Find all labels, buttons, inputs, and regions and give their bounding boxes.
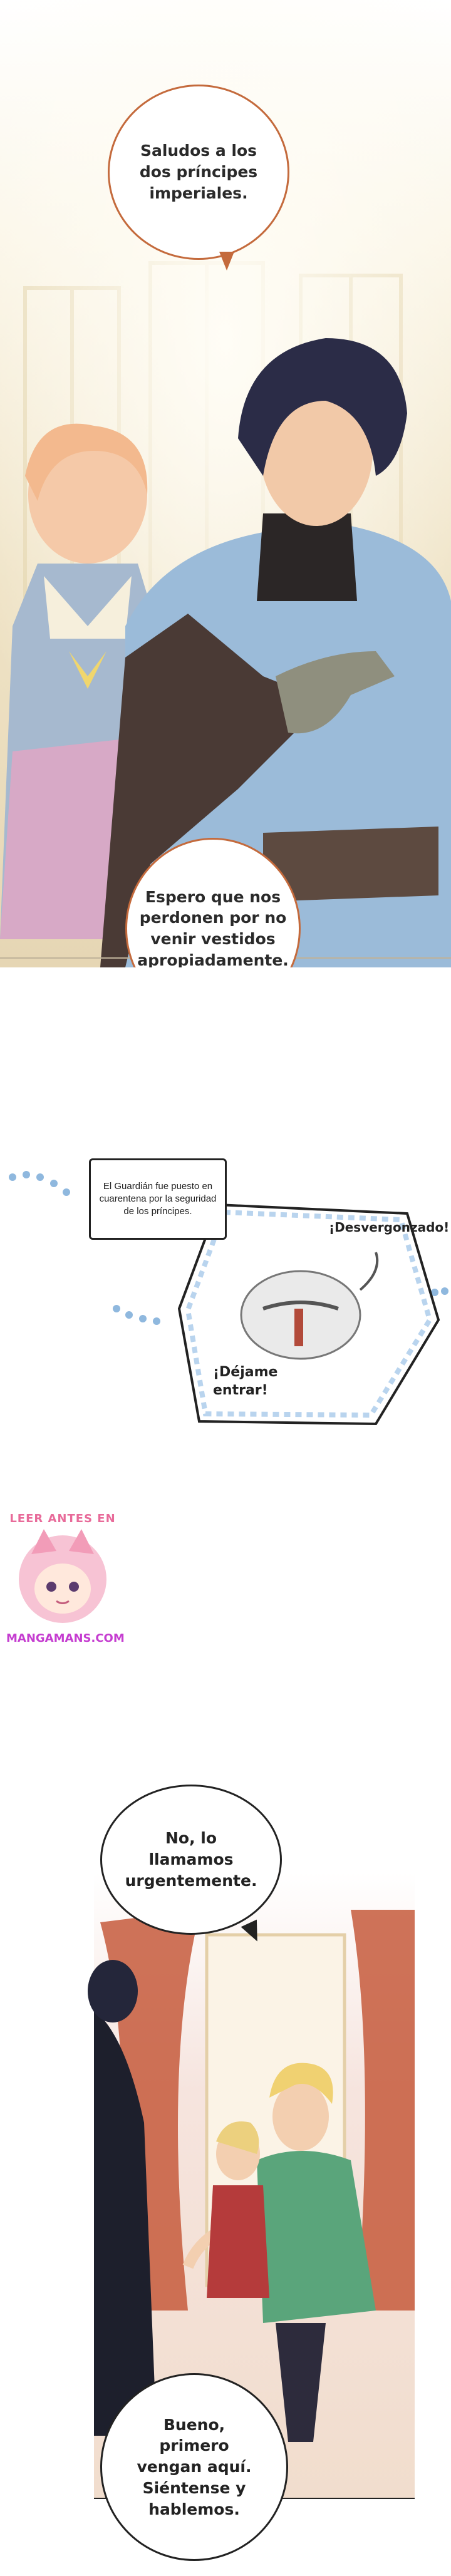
speech-tail [219, 252, 234, 270]
panel-2-art [9, 1171, 448, 1426]
man-figure [100, 338, 451, 967]
watermark-mascot-icon [19, 1529, 106, 1623]
narration-caption: El Guardián fue puesto en cuarentena por… [89, 1158, 227, 1240]
panel-1: Saludos a los dos príncipes imperiales. … [0, 0, 451, 967]
speech-bubble-greeting: Saludos a los dos príncipes imperiales. [108, 85, 289, 260]
speech-text-greeting: Saludos a los dos príncipes imperiales. [139, 142, 258, 202]
watermark-logo: LEER ANTES EN MANGAMANS.COM [6, 1512, 125, 1669]
speech-bubble-sit-down: Bueno, primero vengan aquí. Siéntense y … [100, 2373, 288, 2561]
shout-let-me-in: ¡Déjame entrar! [213, 1364, 278, 1398]
watermark-bottom-text: MANGAMANS.COM [6, 1632, 125, 1645]
speech-bubble-urgent: No, lo llamamos urgentemente. [100, 1785, 282, 1935]
speech-text-urgent: No, lo llamamos urgentemente. [125, 1829, 257, 1890]
panel-3: No, lo llamamos urgentemente. Bueno, pri… [0, 1747, 451, 2576]
shout-shameless: ¡Desvergonzado! [329, 1220, 450, 1235]
watermark-top-text: LEER ANTES EN [9, 1512, 116, 1525]
panel-2: El Guardián fue puesto en cuarentena por… [0, 1127, 451, 1478]
speech-text-sit-down: Bueno, primero vengan aquí. Siéntense y … [137, 2415, 252, 2518]
speech-text-apology: Espero que nos perdonen por no venir ves… [137, 887, 289, 968]
caption-text: El Guardián fue puesto en cuarentena por… [99, 1180, 217, 1217]
